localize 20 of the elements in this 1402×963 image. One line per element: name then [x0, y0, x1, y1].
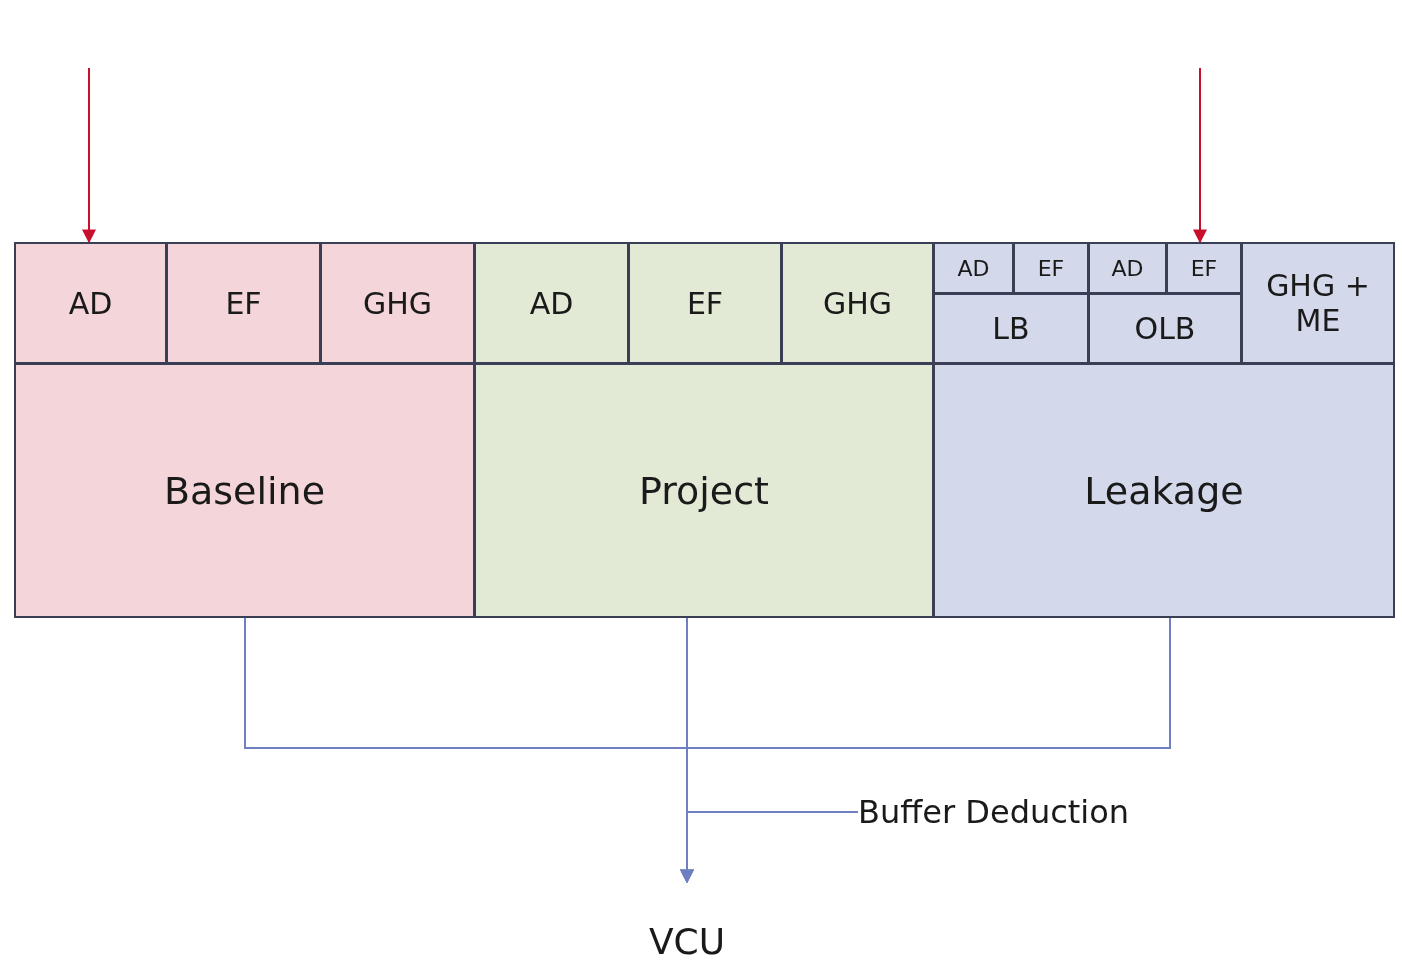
table-cell: GHG — [781, 242, 934, 364]
result-label: VCU — [637, 882, 737, 962]
table-cell: EF — [166, 242, 321, 364]
table-cell: LB — [933, 293, 1089, 364]
table-cell: AD — [474, 242, 629, 364]
arrow — [1193, 67, 1207, 244]
table-cell: EF — [1013, 242, 1089, 294]
table-cell: AD — [1088, 242, 1167, 294]
table-cell: OLB — [1088, 293, 1242, 364]
category-box: Baseline — [14, 363, 475, 618]
category-box: Leakage — [933, 363, 1395, 618]
table-cell: GHG — [320, 242, 475, 364]
step-label: Buffer Deduction — [858, 790, 1178, 834]
table-cell: GHG + ME — [1241, 242, 1395, 364]
table-cell: AD — [933, 242, 1014, 294]
table-cell: EF — [1166, 242, 1242, 294]
arrow — [82, 67, 96, 244]
table-cell: AD — [14, 242, 167, 364]
table-cell: EF — [628, 242, 782, 364]
category-box: Project — [474, 363, 934, 618]
